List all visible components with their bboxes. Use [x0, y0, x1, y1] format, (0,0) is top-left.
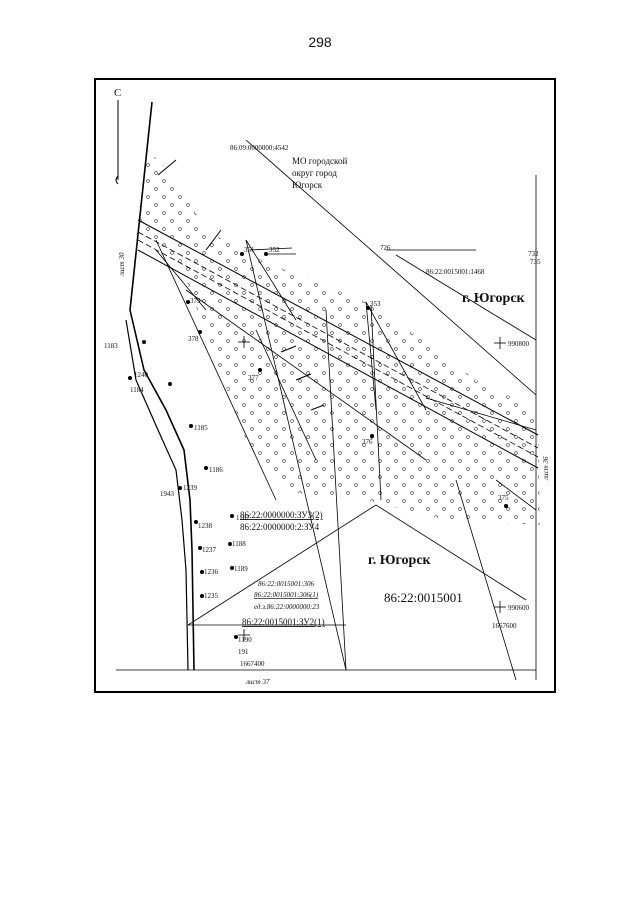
- svg-text:1237: 1237: [202, 546, 217, 554]
- survey-points: [128, 252, 508, 639]
- sheet-label-right: лист 36: [542, 456, 550, 481]
- svg-text:353: 353: [370, 300, 381, 308]
- svg-text:1186: 1186: [209, 466, 223, 474]
- mo-name-line1: МО городской: [292, 156, 347, 166]
- parcel-zu4: 86:22:0000000:2:ЗУ4: [240, 522, 320, 532]
- grid-1667400: 1667400: [240, 660, 265, 668]
- road-corridor: [137, 219, 539, 469]
- parcel-306-1: 86:22:0015001:306(1): [254, 591, 319, 599]
- svg-text:351: 351: [244, 246, 255, 254]
- svg-text:375: 375: [498, 494, 509, 502]
- svg-text:378: 378: [188, 335, 199, 343]
- grid-1667600: 1667600: [492, 622, 517, 630]
- parcel-1468: 86:22:0015001:1468: [426, 268, 485, 276]
- svg-text:1238: 1238: [198, 522, 213, 530]
- svg-text:1240: 1240: [134, 371, 149, 379]
- svg-text:726: 726: [380, 244, 391, 252]
- svg-text:377: 377: [248, 374, 259, 382]
- sheet-label-bottom: лист 37: [245, 678, 270, 686]
- left-boundary-2: [125, 319, 189, 671]
- sheet-label-left: лист 30: [118, 252, 126, 277]
- grid-990800: 990800: [508, 340, 530, 348]
- parcel-ez23: ед.з.86:22:0000000:23: [254, 603, 320, 611]
- north-arrow: [115, 100, 119, 185]
- dotted-territory: [138, 150, 540, 525]
- quarter-number: 86:22:0015001: [384, 590, 463, 605]
- north-label: С: [114, 87, 121, 99]
- city-label-upper: г. Югорск: [462, 291, 526, 306]
- grid-990600: 990600: [508, 604, 530, 612]
- svg-text:191: 191: [238, 648, 249, 656]
- mo-name-line2: округ город: [292, 168, 337, 178]
- svg-text:379: 379: [190, 297, 201, 305]
- svg-text:1184: 1184: [130, 386, 144, 394]
- svg-text:732: 732: [528, 250, 539, 258]
- svg-text:1183: 1183: [104, 342, 118, 350]
- point-labels: 351 352 726 732 735 353 379 378 377 376 …: [104, 244, 541, 656]
- svg-text:1235: 1235: [204, 592, 219, 600]
- svg-text:1188: 1188: [232, 540, 246, 548]
- cadastral-map: С: [94, 78, 556, 693]
- svg-text:352: 352: [269, 246, 280, 254]
- left-boundary: [129, 101, 195, 671]
- mo-name-line3: Югорск: [292, 180, 323, 190]
- parcel-zu3: 86:22:0000000:ЗУ3(2): [240, 510, 323, 520]
- svg-text:1185: 1185: [194, 424, 208, 432]
- tick-marks: [157, 159, 325, 411]
- svg-text:376: 376: [362, 438, 373, 446]
- parcel-306: 86:22:0015001:306: [258, 580, 314, 588]
- svg-text:1190: 1190: [238, 636, 252, 644]
- parcel-lines: [116, 139, 537, 681]
- parcel-zu2: 86:22:0015001:ЗУ2(1): [242, 617, 325, 627]
- svg-text:1943: 1943: [160, 490, 175, 498]
- city-label-lower: г. Югорск: [368, 553, 432, 568]
- svg-text:1189: 1189: [234, 565, 248, 573]
- svg-text:735: 735: [530, 258, 541, 266]
- grid-crosses: [238, 336, 506, 641]
- svg-text:1239: 1239: [183, 484, 198, 492]
- district-number: 86:09:0000000:4542: [230, 144, 289, 152]
- svg-text:1236: 1236: [204, 568, 219, 576]
- svg-text:1187: 1187: [236, 514, 250, 522]
- map-canvas: С: [104, 87, 550, 686]
- page-number: 298: [308, 34, 332, 50]
